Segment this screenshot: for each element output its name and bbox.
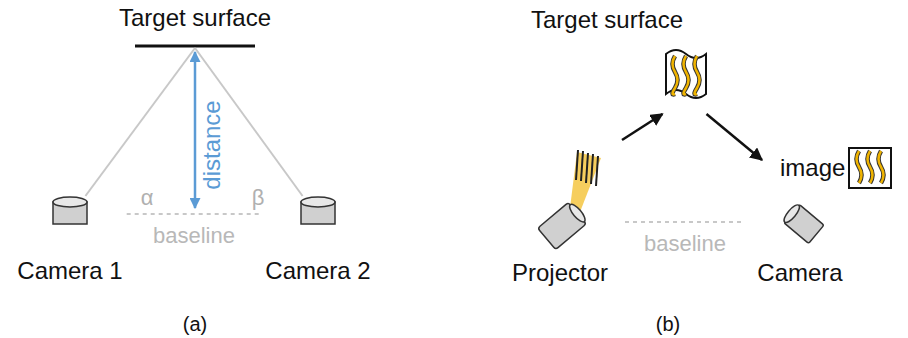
node-label: Camera: [757, 259, 842, 287]
node-label: Projector: [512, 259, 608, 287]
node-box: Camera 2: [261, 196, 374, 288]
camera-icon: [781, 202, 824, 244]
distance-label: distance: [198, 100, 226, 189]
connector: [127, 213, 262, 215]
panel-label: (b): [656, 313, 680, 336]
edge-label: baseline: [150, 223, 238, 248]
panel-label: (a): [183, 313, 207, 336]
projector-beam: [570, 150, 601, 212]
angle-label: α: [141, 185, 154, 210]
node-label: Camera 1: [17, 257, 122, 285]
camera-icon: [53, 197, 87, 224]
connector: [707, 114, 763, 160]
connector: [85, 48, 195, 196]
distance-arrow: [194, 52, 197, 208]
connector: [622, 114, 663, 140]
surface-line: [135, 45, 255, 48]
node-box: Camera 1: [13, 196, 126, 288]
node-box: image: [778, 146, 894, 190]
connector: [195, 48, 303, 196]
node-box: Target surface: [505, 4, 710, 114]
node-label: image: [780, 154, 845, 182]
node-label: Target surface: [531, 6, 683, 34]
angle-label: β: [252, 185, 265, 210]
projector-icon: [538, 200, 590, 250]
image-icon: [849, 148, 891, 188]
camera-icon: [301, 197, 335, 224]
node-box: Projector: [495, 140, 625, 290]
node-label: Camera 2: [265, 257, 370, 285]
node-label: Target surface: [119, 4, 271, 32]
node-box: Camera: [745, 160, 855, 290]
connector: [625, 221, 745, 223]
surface-icon: [666, 50, 706, 98]
node-box: Target surface: [95, 2, 295, 48]
edge-label: baseline: [641, 231, 729, 256]
